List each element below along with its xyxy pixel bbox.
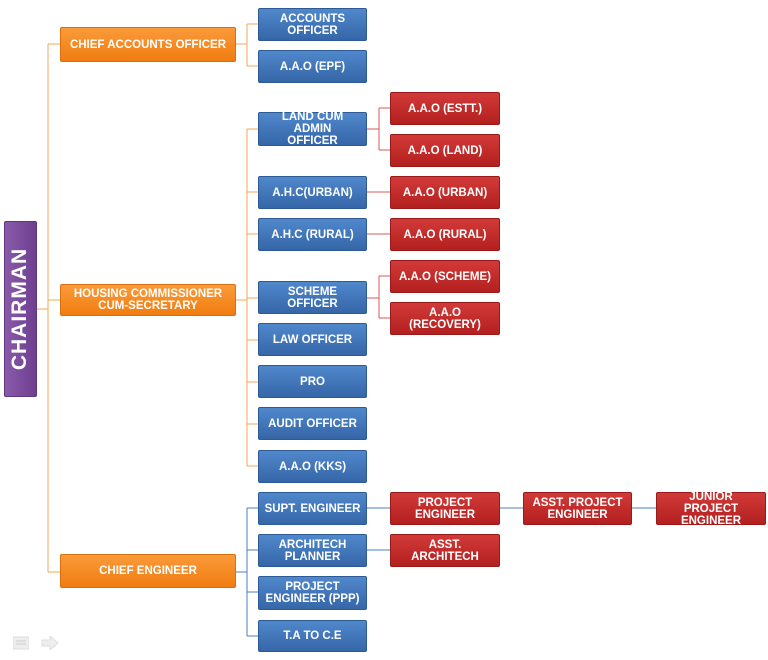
asst-project-engineer-box: ASST. PROJECT ENGINEER — [523, 492, 632, 525]
law-officer-box: LAW OFFICER — [258, 323, 367, 356]
connector-root — [37, 43, 60, 573]
audit-officer-box: AUDIT OFFICER — [258, 407, 367, 440]
aao-recovery-box: A.A.O (RECOVERY) — [390, 302, 500, 335]
project-engineer-ppp-box: PROJECT ENGINEER (PPP) — [258, 576, 367, 610]
chairman-label: CHAIRMAN — [8, 247, 32, 371]
housing-commissioner-box: HOUSING COMMISSIONER CUM-SECRETARY — [60, 284, 236, 316]
aao-epf-box: A.A.O (EPF) — [258, 50, 367, 83]
aao-scheme-box: A.A.O (SCHEME) — [390, 260, 500, 293]
connector-hc — [236, 128, 258, 467]
junior-project-engineer-box: JUNIOR PROJECT ENGINEER — [656, 491, 766, 527]
aao-kks-box: A.A.O (KKS) — [258, 450, 367, 483]
slide-menu-icon[interactable] — [13, 636, 29, 650]
asst-architech-box: ASST. ARCHITECH — [390, 534, 500, 567]
aao-rural-box: A.A.O (RURAL) — [390, 218, 500, 251]
aao-estt-box: A.A.O (ESTT.) — [390, 92, 500, 125]
connector-cao — [236, 23, 258, 67]
connector-land — [367, 107, 390, 151]
pro-box: PRO — [258, 365, 367, 398]
chief-accounts-officer-box: CHIEF ACCOUNTS OFFICER — [60, 27, 236, 62]
scheme-officer-box: SCHEME OFFICER — [258, 281, 367, 314]
project-engineer-box: PROJECT ENGINEER — [390, 492, 500, 525]
supt-engineer-box: SUPT. ENGINEER — [258, 492, 367, 525]
ahc-rural-box: A.H.C (RURAL) — [258, 218, 367, 251]
architech-planner-box: ARCHITECH PLANNER — [258, 534, 367, 567]
aao-urban-box: A.A.O (URBAN) — [390, 176, 500, 209]
next-arrow-icon[interactable] — [41, 636, 59, 650]
chairman-box: CHAIRMAN — [4, 221, 37, 397]
chief-engineer-box: CHIEF ENGINEER — [60, 554, 236, 588]
land-cum-admin-officer-box: LAND CUM ADMIN OFFICER — [258, 111, 367, 147]
ahc-urban-box: A.H.C(URBAN) — [258, 176, 367, 209]
connector-ce — [236, 507, 258, 637]
aao-land-box: A.A.O (LAND) — [390, 134, 500, 167]
accounts-officer-box: ACCOUNTS OFFICER — [258, 8, 367, 41]
ta-to-ce-box: T.A TO C.E — [258, 620, 367, 652]
connector-scheme — [367, 275, 390, 319]
